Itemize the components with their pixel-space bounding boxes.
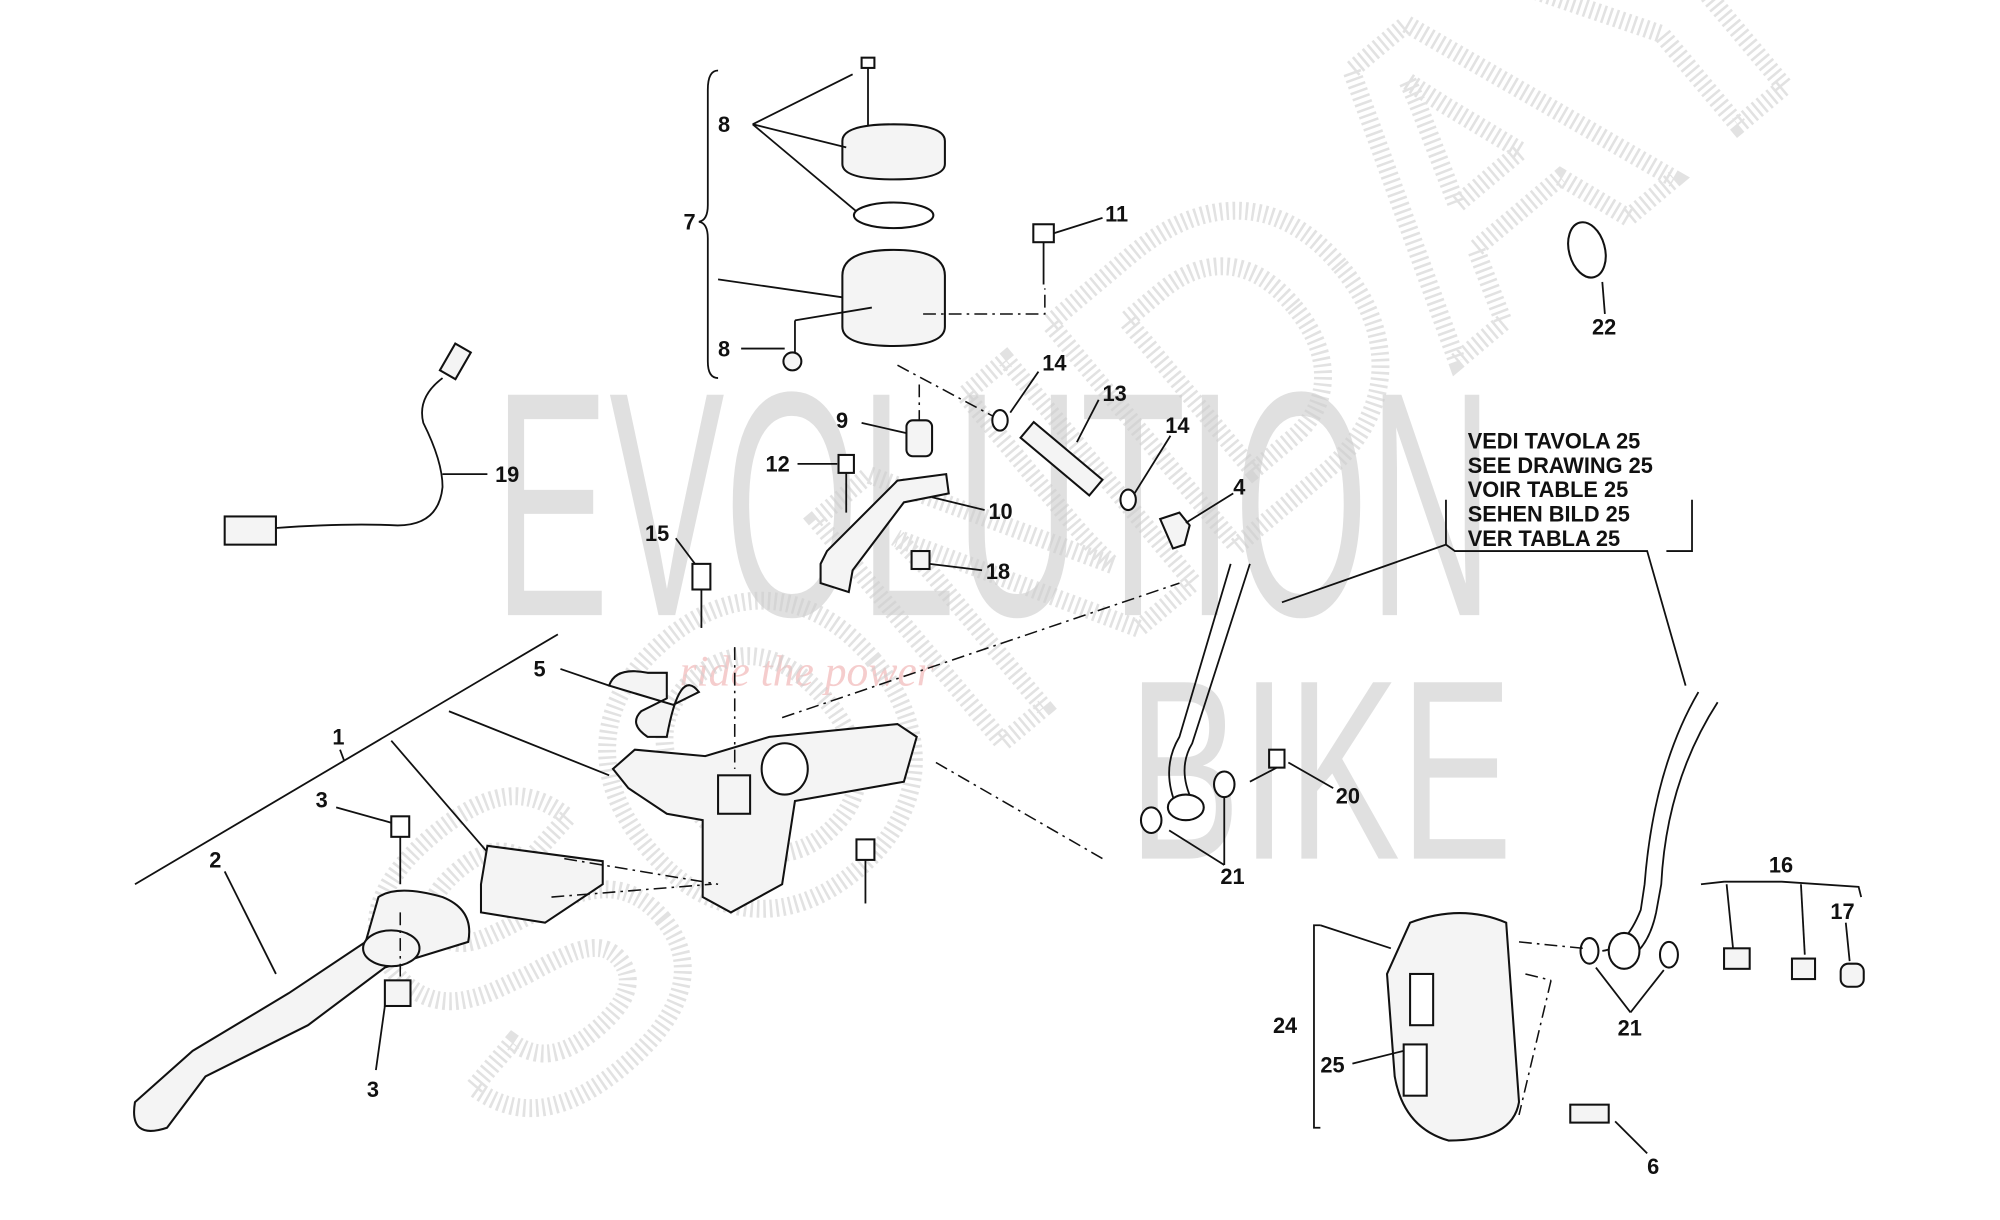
callout-6: 6: [1647, 1154, 1659, 1179]
callout-22: 22: [1592, 314, 1616, 339]
callout-8-top: 8: [718, 112, 730, 137]
bracket-10: [819, 473, 950, 594]
callout-19: 19: [495, 462, 519, 487]
screw-11: [1032, 223, 1055, 244]
callout-labels: 1 2 3 3 4 5 6 7 8 8 9 10 11 12 13 14 14 …: [209, 112, 1854, 1179]
callout-5: 5: [534, 657, 546, 682]
callout-1: 1: [332, 725, 344, 750]
nut-18: [910, 550, 931, 571]
hose-13: [1019, 420, 1104, 497]
callout-9: 9: [836, 408, 848, 433]
brake-hose: [1139, 563, 1334, 866]
callout-4: 4: [1233, 475, 1245, 500]
callout-11: 11: [1105, 202, 1128, 227]
bracket-assembly: [797, 384, 985, 594]
reservoir-cap: [841, 123, 946, 181]
callout-24: 24: [1273, 1013, 1297, 1038]
note-line-it: VEDI TAVOLA 25: [1468, 429, 1641, 454]
see-drawing-note: VEDI TAVOLA 25 SEE DRAWING 25 VOIR TABLE…: [1281, 429, 1693, 686]
callout-14-left: 14: [1042, 350, 1066, 375]
watermark-evolution: EVOLUTION: [494, 325, 1494, 683]
note-line-es: VER TABLA 25: [1468, 526, 1620, 551]
callout-13: 13: [1103, 381, 1127, 406]
master-cylinder: [133, 537, 1180, 1132]
callout-3-top: 3: [316, 787, 328, 812]
caliper: [1385, 912, 1521, 1142]
callout-20: 20: [1336, 784, 1360, 809]
watermark: EVOLUTION BIKE ride the power SONDAY: [258, 0, 1936, 1220]
screw-head: [860, 56, 876, 69]
callout-8-nut: 8: [718, 336, 730, 361]
callout-2: 2: [209, 848, 221, 873]
note-line-fr: VOIR TABLE 25: [1468, 477, 1628, 502]
note-line-en: SEE DRAWING 25: [1468, 453, 1653, 478]
callout-21-left: 21: [1220, 864, 1244, 889]
callout-12: 12: [765, 452, 789, 477]
watermark-tagline: ride the power: [680, 648, 935, 696]
connector: [223, 515, 277, 546]
bolt-6: [1569, 1103, 1610, 1124]
callout-16: 16: [1769, 853, 1793, 878]
pivot-bracket: [479, 844, 604, 924]
reservoir-assembly: [698, 56, 1103, 379]
note-line-de: SEHEN BILD 25: [1468, 502, 1630, 527]
reservoir-body: [841, 248, 946, 348]
adjuster-knob: [362, 929, 421, 968]
callout-25: 25: [1320, 1053, 1344, 1078]
switch-cable-19: [223, 342, 488, 546]
grommet-9: [905, 419, 934, 458]
watermark-bike: BIKE: [1128, 628, 1512, 914]
caliper-assembly: [1313, 912, 1648, 1154]
callout-14-right: 14: [1165, 413, 1189, 438]
nut-3: [383, 979, 412, 1008]
banjo-fitting-4: [1158, 511, 1191, 550]
callout-7: 7: [683, 209, 695, 234]
seal: [852, 201, 935, 230]
right-hose: [1567, 221, 1865, 1013]
cylinder-body: [611, 722, 918, 914]
callout-3-bottom: 3: [367, 1077, 379, 1102]
callout-17: 17: [1830, 899, 1854, 924]
callout-21-right: 21: [1618, 1015, 1642, 1040]
clamp-5: [607, 670, 701, 738]
hose-assembly: [897, 364, 1234, 550]
callout-10: 10: [988, 499, 1012, 524]
callout-18: 18: [986, 559, 1010, 584]
callout-15: 15: [645, 521, 669, 546]
